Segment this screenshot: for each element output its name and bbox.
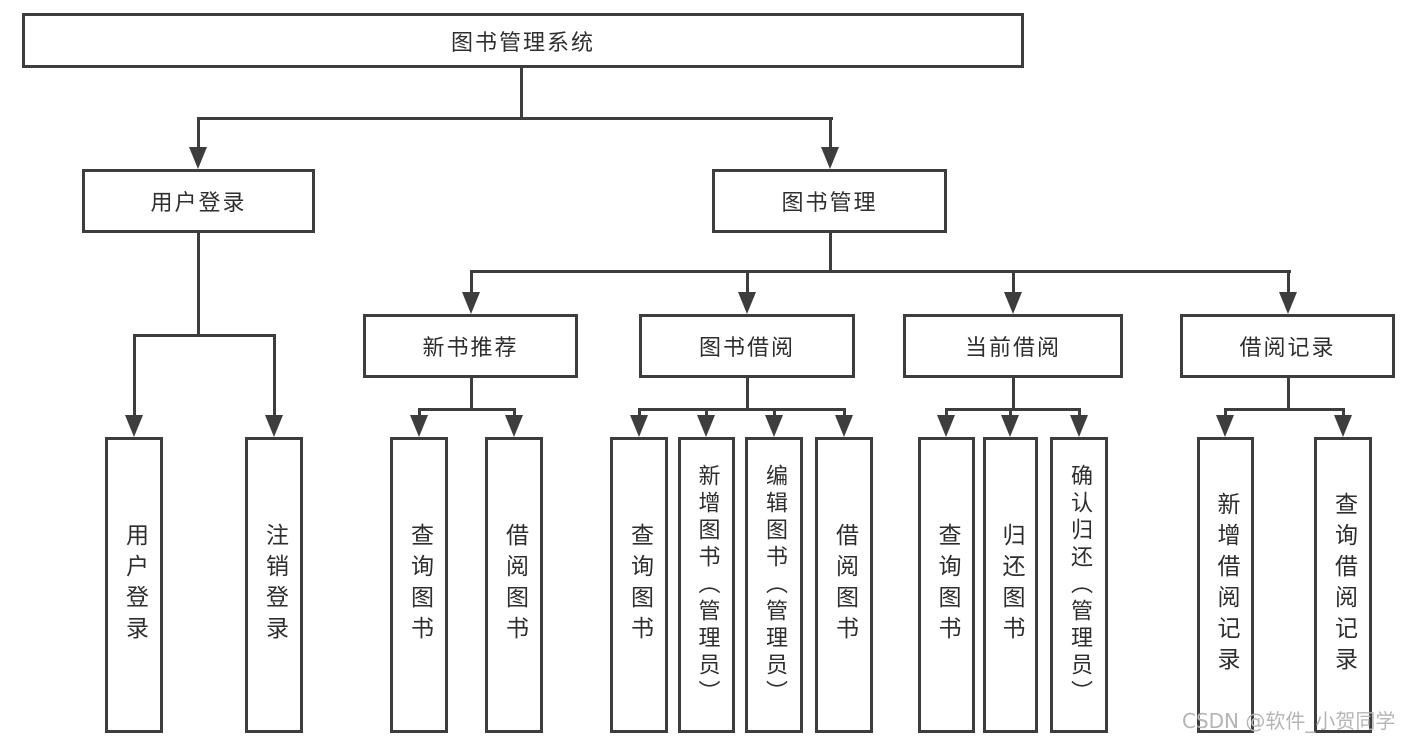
arrow-down-icon (1004, 292, 1022, 314)
connector-line (705, 408, 708, 418)
node-user-login: 用户登录 (82, 169, 315, 233)
connector-line (273, 334, 276, 419)
connector-line (133, 334, 136, 419)
arrow-down-icon (1070, 415, 1088, 437)
node-borrowing-records: 借阅记录 (1180, 314, 1395, 378)
connector-line (197, 117, 833, 120)
arrow-down-icon (410, 415, 428, 437)
arrow-down-icon (821, 147, 839, 169)
node-add-borrow-record: 新增借阅记录 (1197, 437, 1254, 733)
connector-line (520, 66, 523, 120)
connector-line (197, 117, 200, 150)
connector-line (133, 334, 276, 337)
connector-line (1009, 408, 1012, 418)
connector-line (418, 408, 516, 411)
connector-line (1287, 378, 1290, 411)
arrow-down-icon (697, 415, 715, 437)
node-borrowing-records-label: 借阅记录 (1239, 336, 1336, 361)
connector-line (746, 270, 749, 296)
node-query-borrow-record-label: 查询借阅记录 (1330, 492, 1357, 678)
connector-line (638, 408, 641, 418)
connector-line (470, 270, 1291, 273)
connector-line (1078, 408, 1081, 418)
node-query-books-current-label: 查询图书 (934, 523, 960, 647)
arrow-down-icon (265, 415, 283, 437)
node-library-system-label: 图书管理系统 (450, 30, 595, 56)
node-edit-books-admin: 编辑图书（管理员） (745, 437, 803, 733)
connector-line (1342, 408, 1345, 418)
connector-line (945, 408, 948, 418)
node-add-books-admin-label: 新增图书（管理员） (694, 463, 720, 707)
node-add-books-admin: 新增图书（管理员） (678, 437, 735, 733)
arrow-down-icon (738, 292, 756, 314)
connector-line (1012, 270, 1015, 296)
node-book-management: 图书管理 (712, 169, 947, 233)
node-query-books-borrowing: 查询图书 (610, 437, 668, 733)
node-query-books-borrowing-label: 查询图书 (626, 523, 653, 647)
arrow-down-icon (1216, 415, 1234, 437)
connector-line (829, 233, 832, 273)
node-borrow-books-recommend-label: 借阅图书 (501, 523, 528, 647)
csdn-watermark: CSDN @软件_小贺同学 (1182, 709, 1396, 733)
connector-line (1287, 270, 1290, 296)
node-library-system: 图书管理系统 (22, 13, 1024, 68)
connector-line (470, 270, 473, 296)
connector-line (1224, 408, 1345, 411)
connector-line (418, 408, 421, 418)
connector-line (843, 408, 846, 418)
node-borrow-books: 借阅图书 (815, 437, 873, 733)
node-new-book-recommend-label: 新书推荐 (422, 336, 519, 361)
node-edit-books-admin-label: 编辑图书（管理员） (762, 463, 787, 707)
connector-line (513, 408, 516, 418)
node-query-borrow-record: 查询借阅记录 (1314, 437, 1372, 733)
arrow-down-icon (1279, 292, 1297, 314)
arrow-down-icon (630, 415, 648, 437)
arrow-down-icon (1334, 415, 1352, 437)
node-book-management-label: 图书管理 (781, 191, 878, 216)
node-borrow-books-recommend: 借阅图书 (485, 437, 543, 733)
node-user-login-label: 用户登录 (150, 191, 247, 216)
connector-line (945, 408, 1081, 411)
connector-line (197, 233, 200, 337)
arrow-down-icon (462, 292, 480, 314)
node-new-book-recommend: 新书推荐 (363, 314, 578, 378)
connector-line (470, 378, 473, 411)
node-book-borrowing-label: 图书借阅 (698, 336, 795, 361)
arrow-down-icon (125, 415, 143, 437)
node-query-books-current: 查询图书 (918, 437, 975, 733)
arrow-down-icon (505, 415, 523, 437)
connector-line (1224, 408, 1227, 418)
node-logout: 注销登录 (245, 437, 303, 733)
arrow-down-icon (189, 147, 207, 169)
connector-line (773, 408, 776, 418)
arrow-down-icon (835, 415, 853, 437)
node-current-borrowing-label: 当前借阅 (964, 336, 1061, 361)
connector-line (638, 408, 846, 411)
node-logout-label: 注销登录 (261, 523, 288, 647)
node-add-borrow-record-label: 新增借阅记录 (1213, 492, 1239, 678)
connector-line (829, 117, 832, 150)
node-book-borrowing: 图书借阅 (639, 314, 855, 378)
arrow-down-icon (937, 415, 955, 437)
node-borrow-books-label: 借阅图书 (831, 523, 858, 647)
arrow-down-icon (1001, 415, 1019, 437)
node-return-books-label: 归还图书 (998, 523, 1024, 647)
node-query-books-recommend-label: 查询图书 (406, 523, 433, 647)
node-query-books-recommend: 查询图书 (390, 437, 448, 733)
node-confirm-return-admin: 确认归还（管理员） (1050, 437, 1108, 733)
node-current-borrowing: 当前借阅 (903, 314, 1123, 378)
node-return-books: 归还图书 (983, 437, 1038, 733)
node-login: 用户登录 (105, 437, 163, 733)
node-login-label: 用户登录 (121, 523, 148, 647)
arrow-down-icon (765, 415, 783, 437)
node-confirm-return-admin-label: 确认归还（管理员） (1067, 463, 1092, 707)
connector-line (746, 378, 749, 411)
connector-line (1012, 378, 1015, 411)
